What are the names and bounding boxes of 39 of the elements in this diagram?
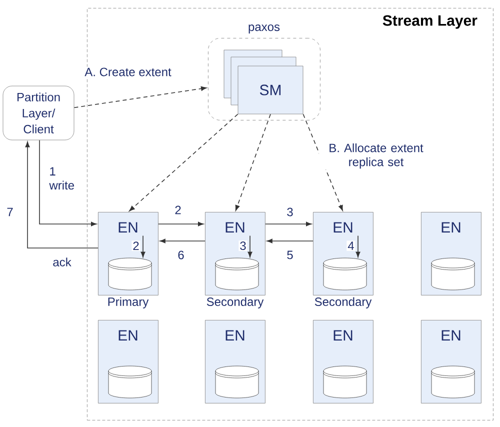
disk-cylinder bbox=[108, 258, 152, 290]
group-label: paxos bbox=[248, 24, 280, 34]
disk-cylinder bbox=[431, 258, 475, 290]
disk-cylinder bbox=[431, 366, 475, 398]
disk-cylinder bbox=[323, 258, 367, 290]
edge-label: 3 bbox=[238, 240, 248, 252]
arrow bbox=[302, 114, 343, 211]
edge-label: A. Create extent bbox=[84, 66, 172, 78]
edge-label: 2 bbox=[174, 204, 182, 216]
edge-label: 2 bbox=[132, 240, 140, 251]
role-label: Secondary bbox=[206, 297, 264, 308]
arrow bbox=[39, 140, 97, 226]
disk-cylinder bbox=[108, 366, 152, 398]
edge-label: 6 bbox=[176, 250, 186, 260]
step-number: 7 bbox=[7, 208, 13, 216]
arrow bbox=[25, 142, 98, 248]
arrow bbox=[266, 238, 314, 244]
role-label: Secondary bbox=[314, 297, 372, 308]
disk-cylinder bbox=[215, 366, 259, 398]
edge-label: ack bbox=[52, 256, 72, 268]
arrow bbox=[160, 238, 206, 244]
disk-cylinder bbox=[215, 258, 259, 290]
edge-label: 3 bbox=[286, 206, 294, 218]
arrow bbox=[140, 235, 146, 258]
arrow bbox=[265, 222, 312, 226]
disk-cylinder bbox=[323, 366, 367, 398]
client-box: Partition Layer/ Client bbox=[2, 86, 74, 140]
arrow bbox=[356, 235, 360, 258]
stacked-box: SM bbox=[224, 50, 304, 114]
edge-label: 5 bbox=[286, 250, 294, 260]
arrow bbox=[235, 114, 271, 211]
arrow bbox=[248, 235, 252, 258]
edge-label: 1 write bbox=[48, 166, 84, 191]
edge-label: 4 bbox=[346, 240, 356, 251]
heading: Stream Layer bbox=[382, 15, 478, 29]
edge-label: B. Allocate extent replica set bbox=[319, 142, 433, 170]
arrow bbox=[74, 86, 207, 108]
role-label: Primary bbox=[108, 297, 149, 308]
arrow bbox=[158, 222, 204, 226]
